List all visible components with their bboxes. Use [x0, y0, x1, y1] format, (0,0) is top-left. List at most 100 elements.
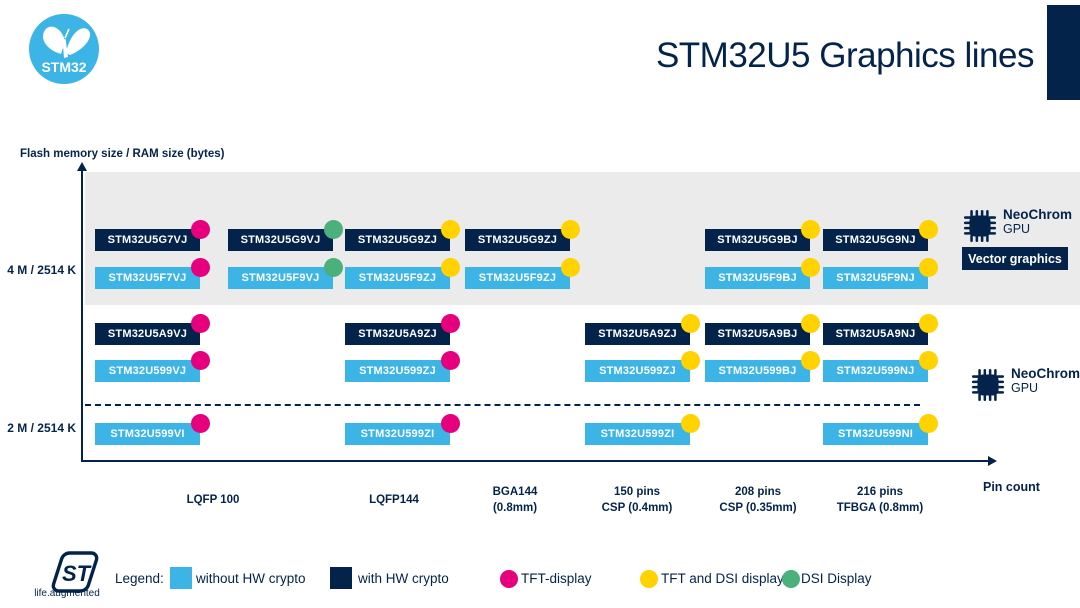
gpu-chip-icon [971, 368, 1005, 402]
chip-part-number: STM32U599NI [838, 428, 913, 440]
pink-display-dot [191, 314, 210, 333]
chip-box: STM32U599BJ [705, 351, 820, 382]
x-axis-label: Pin count [983, 480, 1040, 494]
x-axis-line [81, 460, 989, 462]
chip-part-number: STM32U5F9VJ [241, 272, 320, 284]
chip-part-number: STM32U5F9BJ [718, 272, 797, 284]
svg-text:ST: ST [62, 561, 92, 586]
yellow-display-dot [561, 258, 580, 277]
stm32-butterfly-icon: STM32 [29, 14, 99, 84]
legend-item-label: without HW crypto [196, 571, 306, 586]
yellow-display-dot [919, 351, 938, 370]
chip-part-number: STM32U599NJ [836, 365, 915, 377]
y-tick-4m: 4 M / 2514 K [7, 263, 76, 277]
chip-box: STM32U5A9VJ [95, 314, 210, 345]
stm32-logo-label: STM32 [41, 59, 86, 75]
x-axis-arrow [988, 456, 997, 466]
chip-part-number: STM32U5G9BJ [717, 234, 798, 246]
pink-display-dot [441, 314, 460, 333]
chip-part-number: STM32U5F9ZJ [478, 272, 557, 284]
chip-part-number: STM32U5A9BJ [717, 328, 798, 340]
chip-part-number: STM32U599BJ [718, 365, 797, 377]
chip-box: STM32U5F9ZJ [465, 258, 580, 289]
legend-label: Legend: [115, 571, 164, 586]
chip-box: STM32U5F7VJ [95, 258, 210, 289]
legend-item-label: TFT-display [521, 571, 592, 586]
chip-box: STM32U5G9ZJ [345, 220, 460, 251]
chip-box: STM32U5G9VJ [228, 220, 343, 251]
y-tick-2m: 2 M / 2514 K [7, 421, 76, 435]
chip-part-number: STM32U5G9NJ [835, 234, 916, 246]
pink-display-dot [191, 351, 210, 370]
legend-swatch [170, 567, 192, 589]
yellow-display-dot [561, 220, 580, 239]
chip-part-number: STM32U5F9NJ [836, 272, 915, 284]
x-tick-label: LQFP144 [369, 494, 419, 506]
legend-item-label: TFT and DSI display [661, 571, 784, 586]
y-axis-arrow [77, 162, 87, 171]
green-display-dot [324, 258, 343, 277]
chip-box: STM32U5F9VJ [228, 258, 343, 289]
chip-part-number: STM32U5F9ZJ [358, 272, 437, 284]
yellow-display-dot [919, 220, 938, 239]
y-axis-label: Flash memory size / RAM size (bytes) [20, 148, 225, 160]
chip-box: STM32U5A9ZJ [345, 314, 460, 345]
chip-box: STM32U599VI [95, 414, 210, 445]
chip-part-number: STM32U599ZI [600, 428, 675, 440]
yellow-display-dot [919, 258, 938, 277]
chip-part-number: STM32U599VI [110, 428, 185, 440]
yellow-display-dot [801, 220, 820, 239]
flash-size-divider [85, 404, 920, 406]
chip-box: STM32U5A9BJ [705, 314, 820, 345]
yellow-display-dot [801, 258, 820, 277]
green-display-dot [324, 220, 343, 239]
yellow-display-dot [681, 351, 700, 370]
yellow-display-dot [801, 314, 820, 333]
yellow-display-dot [801, 351, 820, 370]
legend-swatch [330, 567, 352, 589]
corner-accent-bar [1047, 5, 1080, 100]
chip-part-number: STM32U5A9ZJ [358, 328, 437, 340]
chip-box: STM32U599ZJ [345, 351, 460, 382]
chip-box: STM32U599NI [823, 414, 938, 445]
neochrom-subtitle: GPU [1011, 381, 1039, 395]
neochrom-subtitle: GPU [1003, 222, 1031, 236]
legend-swatch [640, 570, 658, 588]
chip-part-number: STM32U5G7VJ [107, 234, 188, 246]
vector-graphics-tag: Vector graphics [962, 247, 1068, 270]
chip-part-number: STM32U5A9ZJ [598, 328, 677, 340]
chip-box: STM32U5F9BJ [705, 258, 820, 289]
chip-part-number: STM32U5G9ZJ [477, 234, 558, 246]
st-tagline: life.augmented [34, 588, 100, 599]
chip-box: STM32U5G7VJ [95, 220, 210, 251]
chip-box: STM32U5G9BJ [705, 220, 820, 251]
chip-part-number: STM32U599VJ [108, 365, 187, 377]
pink-display-dot [191, 258, 210, 277]
chip-part-number: STM32U5A9VJ [107, 328, 188, 340]
yellow-display-dot [441, 220, 460, 239]
legend-item-label: with HW crypto [358, 571, 449, 586]
chip-box: STM32U599ZJ [585, 351, 700, 382]
st-logo-icon: ST [51, 551, 99, 593]
stm32-logo: STM32 [28, 13, 100, 85]
chip-box: STM32U5A9ZJ [585, 314, 700, 345]
chip-part-number: STM32U5G9VJ [240, 234, 321, 246]
legend-item-label: DSI Display [801, 571, 872, 586]
page-title: STM32U5 Graphics lines [655, 36, 1035, 75]
chip-box: STM32U599VJ [95, 351, 210, 382]
chip-box: STM32U5F9ZJ [345, 258, 460, 289]
chip-part-number: STM32U599ZJ [599, 365, 676, 377]
st-logo: ST [42, 551, 104, 600]
chip-part-number: STM32U599ZJ [359, 365, 436, 377]
yellow-display-dot [919, 314, 938, 333]
y-axis-line [81, 170, 83, 462]
neochrom-gpu-vector-badge: NeoChrom GPU [961, 207, 1072, 245]
yellow-display-dot [681, 314, 700, 333]
chip-part-number: STM32U5G9ZJ [357, 234, 438, 246]
pink-display-dot [441, 351, 460, 370]
legend-swatch [782, 570, 800, 588]
chip-box: STM32U599NJ [823, 351, 938, 382]
